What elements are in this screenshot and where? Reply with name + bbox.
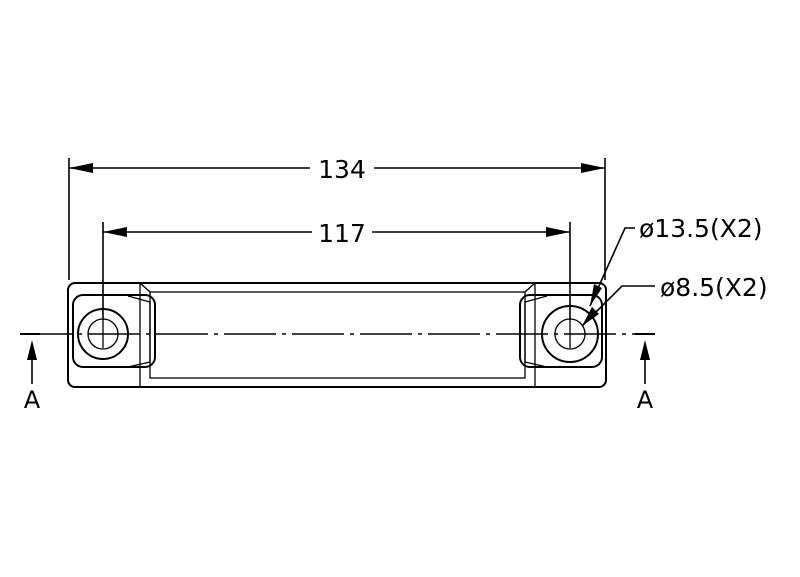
left-mounting-boss — [72, 294, 156, 368]
part-top-inner-edge — [139, 282, 151, 293]
right-boss-shoulder — [524, 295, 548, 368]
section-indicator-right: A — [637, 340, 654, 414]
counterbore-leader-line — [589, 227, 635, 307]
spacing-dimension-arrow-right — [546, 227, 570, 237]
section-indicator-left: A — [24, 340, 41, 414]
hole-diameter-label: ø8.5(X2) — [660, 273, 768, 302]
hole-spacing-dimension: 117 — [103, 219, 570, 248]
section-arrow-head-left — [27, 340, 37, 360]
overall-length-label: 134 — [318, 155, 366, 184]
hole-leader-arrow — [582, 307, 599, 326]
hole-spacing-label: 117 — [318, 219, 366, 248]
extension-lines — [68, 158, 606, 320]
counterbore-diameter-label: ø13.5(X2) — [639, 214, 763, 243]
part-inner-recess — [149, 291, 526, 379]
section-label-left: A — [24, 386, 41, 414]
section-label-right: A — [637, 386, 654, 414]
left-boss-shoulder — [127, 295, 151, 368]
left-boss-outline — [72, 294, 156, 368]
spacing-dimension-arrow-left — [103, 227, 127, 237]
part-top-inner-edge-right — [524, 282, 536, 293]
overall-length-dimension: 134 — [69, 155, 605, 184]
right-boss-outline — [519, 294, 603, 368]
overall-dimension-arrow-right — [581, 163, 605, 173]
hole-diameter-callout: ø8.5(X2) — [581, 273, 768, 327]
counterbore-leader-arrow — [590, 284, 602, 306]
overall-dimension-arrow-left — [69, 163, 93, 173]
part-outer-outline — [67, 282, 607, 388]
section-arrow-head-right — [640, 340, 650, 360]
counterbore-diameter-callout: ø13.5(X2) — [589, 214, 763, 307]
